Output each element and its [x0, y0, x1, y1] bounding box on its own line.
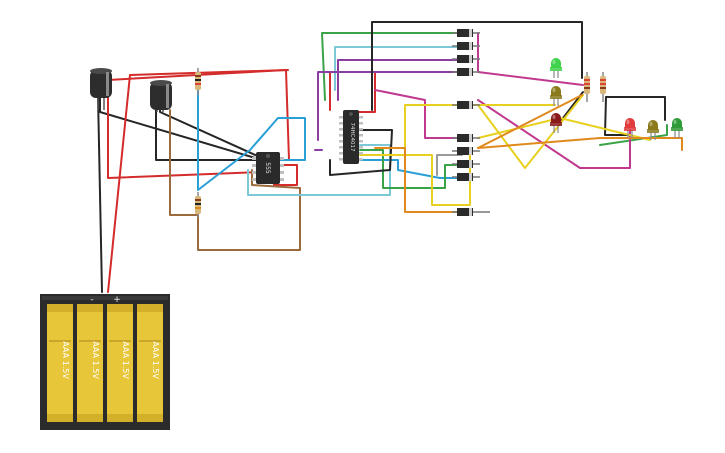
capacitor-1[interactable]: [90, 68, 112, 110]
battery-pack[interactable]: - + AAA 1.5V AAA 1.5V AAA 1.5V AAA 1.5V: [40, 294, 170, 430]
battery-cell-3: AAA 1.5V: [107, 304, 133, 422]
wire-yellow-top[interactable]: [404, 104, 556, 149]
wire-lightblue-bottom[interactable]: [247, 144, 391, 196]
resistor-bottom[interactable]: [195, 192, 201, 218]
resistor-right-1[interactable]: [584, 72, 590, 102]
counter-4017-label: 74HC4017: [349, 123, 355, 152]
wire-yellow-left[interactable]: [359, 147, 471, 206]
diode-3[interactable]: [452, 55, 480, 63]
wire-brown-loop[interactable]: [197, 169, 301, 251]
diode-4[interactable]: [452, 68, 480, 76]
wire-magenta-mid[interactable]: [374, 89, 463, 139]
battery-plus-label: +: [113, 295, 121, 305]
wire-black-right2[interactable]: [605, 96, 666, 121]
wire-blue-right[interactable]: [359, 159, 463, 179]
diode-7[interactable]: [452, 147, 480, 155]
led-left-1[interactable]: [550, 58, 562, 78]
battery-cell-1: AAA 1.5V: [47, 304, 73, 422]
wire-magenta-top[interactable]: [477, 32, 584, 86]
led-group-left: [550, 58, 562, 133]
led-right-2[interactable]: [647, 120, 659, 140]
diode-6[interactable]: [452, 134, 480, 142]
wire-orange-far[interactable]: [477, 137, 683, 151]
led-right-3[interactable]: [671, 118, 683, 138]
battery-cell-label: AAA 1.5V: [91, 341, 100, 379]
led-left-2[interactable]: [550, 86, 562, 106]
wire-black-right[interactable]: [604, 96, 629, 136]
timer-555-label: 555: [264, 162, 271, 174]
diode-1[interactable]: [452, 29, 480, 37]
battery-cell-4: AAA 1.5V: [137, 304, 163, 422]
led-left-3[interactable]: [550, 113, 562, 133]
wire-blue-res[interactable]: [197, 89, 306, 191]
wire-green-right[interactable]: [359, 149, 463, 189]
diode-8[interactable]: [452, 160, 480, 168]
battery-cell-label: AAA 1.5V: [121, 341, 130, 379]
wire-lightblue-top[interactable]: [334, 46, 463, 91]
diode-9[interactable]: [452, 173, 480, 181]
wire-black-bus[interactable]: [371, 21, 583, 111]
wire-purple-mid[interactable]: [337, 59, 463, 101]
wire-black-cap2[interactable]: [159, 107, 263, 159]
wire-green-top[interactable]: [321, 32, 463, 101]
wire-orange-bottom[interactable]: [374, 147, 463, 213]
battery-cell-label: AAA 1.5V: [61, 341, 70, 379]
resistor-top[interactable]: [195, 68, 201, 95]
timer-555-chip[interactable]: 555: [252, 152, 284, 184]
wire-brown-left[interactable]: [169, 109, 199, 216]
counter-4017-chip[interactable]: 74HC4017: [339, 110, 363, 164]
battery-cells: AAA 1.5V AAA 1.5V AAA 1.5V AAA 1.5V: [47, 304, 163, 422]
battery-cell-label: AAA 1.5V: [151, 341, 160, 379]
wire-gray[interactable]: [436, 154, 463, 176]
diode-2[interactable]: [452, 42, 480, 50]
battery-minus-label: -: [90, 295, 93, 305]
diode-10[interactable]: [452, 208, 490, 216]
wires: [97, 21, 683, 293]
wire-purple-top[interactable]: [317, 71, 463, 141]
wire-green-led[interactable]: [599, 124, 668, 146]
battery-cell-2: AAA 1.5V: [77, 304, 103, 422]
wire-red-battery[interactable]: [107, 69, 289, 293]
led-group-right: [624, 118, 683, 140]
led-right-1[interactable]: [624, 118, 636, 138]
wire-orange-right[interactable]: [477, 94, 583, 149]
wire-black-ic[interactable]: [329, 129, 393, 176]
capacitor-2[interactable]: [150, 80, 172, 112]
diode-5[interactable]: [452, 101, 480, 109]
diode-array: [452, 29, 490, 216]
wire-magenta-drop[interactable]: [477, 99, 631, 169]
wire-red-top[interactable]: [329, 71, 376, 113]
wire-black-cap1[interactable]: [99, 94, 263, 161]
wire-black-cap2-down[interactable]: [155, 107, 259, 161]
wire-black-battery[interactable]: [97, 94, 103, 293]
resistor-right-2[interactable]: [600, 72, 606, 102]
